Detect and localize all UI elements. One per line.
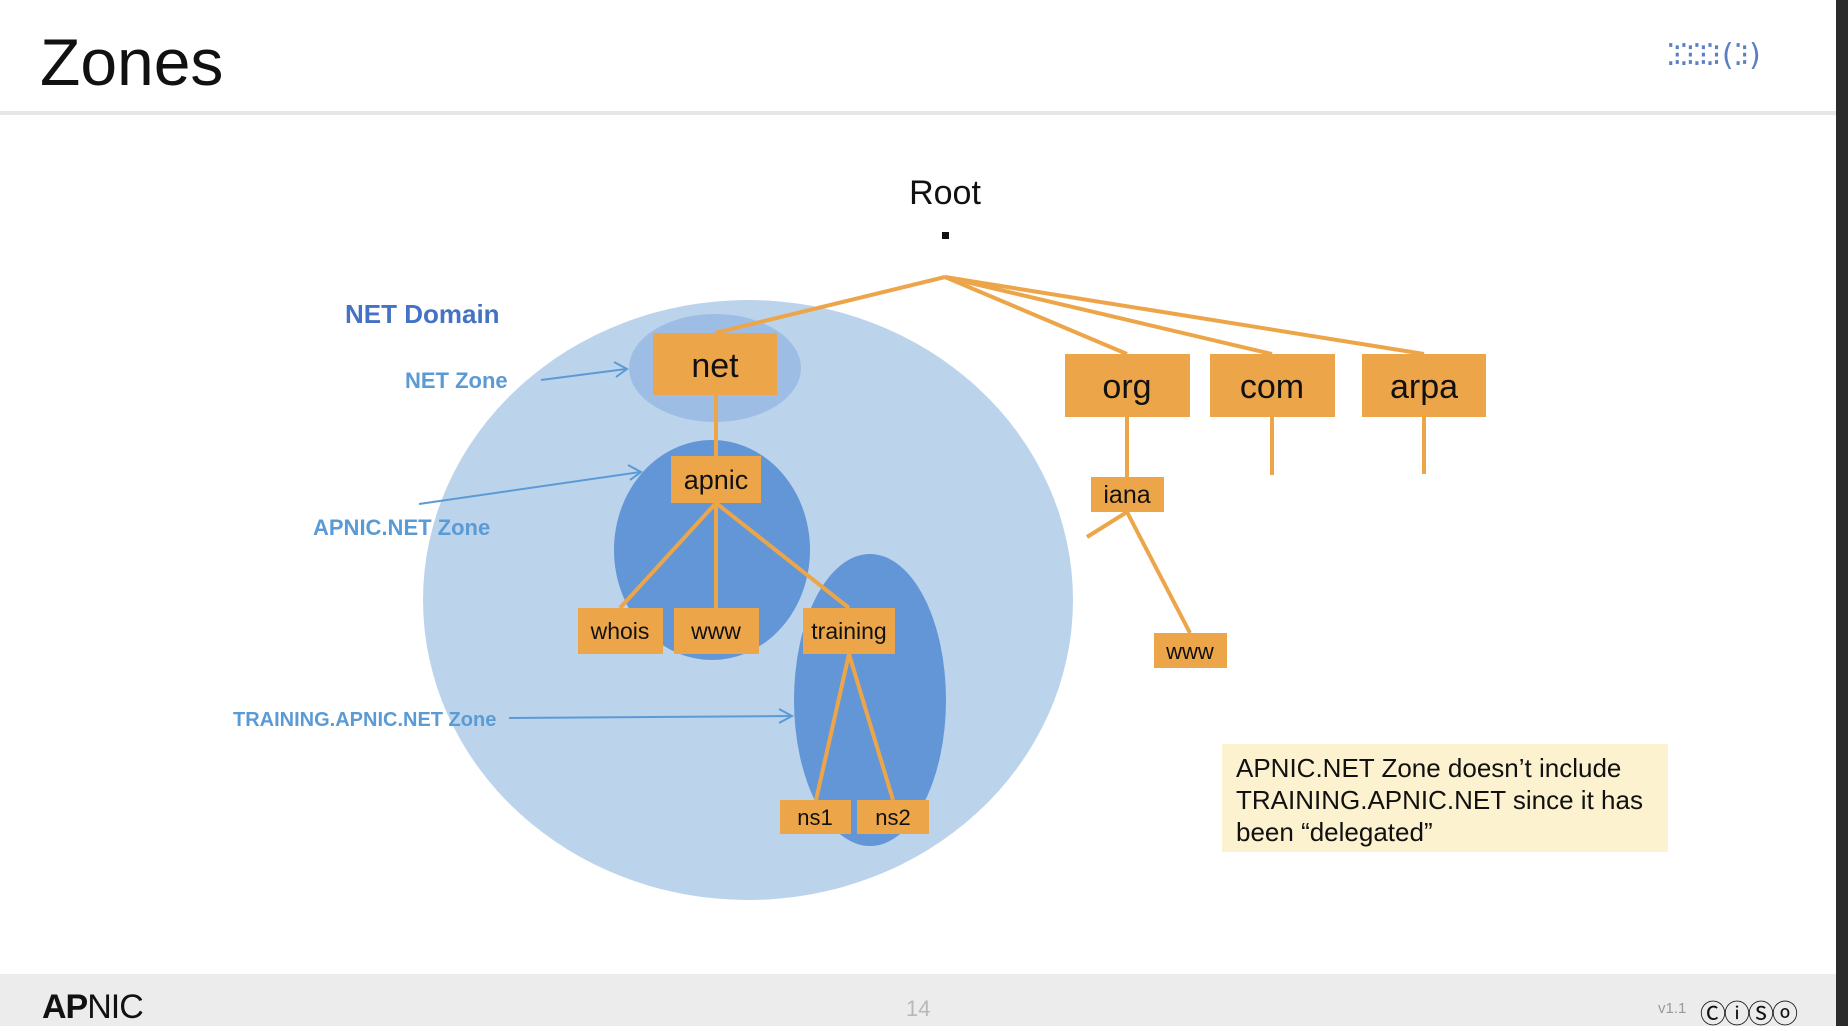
- root-dot: [942, 232, 949, 239]
- edge-root-org: [944, 275, 1128, 356]
- svg-text:apnic: apnic: [684, 465, 749, 495]
- node-arpa: arpa: [1362, 354, 1486, 417]
- node-www-apnic: www: [674, 608, 759, 654]
- edge-training-ns2: [847, 653, 895, 801]
- svg-text:ns2: ns2: [875, 805, 910, 830]
- arrowhead-net-zone-icon: [613, 361, 629, 378]
- edge-root-net: [714, 275, 946, 335]
- svg-text:ns1: ns1: [797, 805, 832, 830]
- node-iana: iana: [1091, 477, 1164, 512]
- svg-text:com: com: [1240, 368, 1304, 406]
- node-whois: whois: [578, 608, 663, 654]
- svg-text:whois: whois: [590, 618, 650, 644]
- svg-text:org: org: [1102, 368, 1151, 406]
- svg-text:iana: iana: [1103, 481, 1150, 509]
- version-label: v1.1: [1658, 1000, 1687, 1017]
- tree-edges: [618, 275, 1426, 801]
- apnic-zone-label: APNIC.NET Zone: [313, 515, 490, 540]
- arrowhead-apnic-zone-icon: [627, 464, 643, 481]
- edge-iana-stub: [1085, 510, 1129, 539]
- arrowhead-training-zone-icon: [778, 708, 795, 724]
- apnic-logo-bold: AP: [42, 988, 88, 1026]
- node-www-iana: www: [1154, 633, 1227, 668]
- node-training: training: [803, 608, 895, 654]
- title-divider: [0, 111, 1836, 115]
- arrow-apnic-zone: [418, 471, 641, 505]
- svg-text:training: training: [811, 618, 886, 644]
- net-domain-label: NET Domain: [345, 299, 500, 329]
- edge-iana-www: [1125, 511, 1192, 634]
- svg-text:net: net: [691, 347, 739, 385]
- net-zone-label: NET Zone: [405, 368, 508, 393]
- zone-pointer-arrows: [418, 361, 795, 724]
- svg-text:www: www: [1165, 639, 1214, 664]
- arrow-net-zone: [540, 368, 627, 381]
- edge-training-ns1: [814, 653, 851, 801]
- apnic-logo-rest: NIC: [87, 988, 144, 1026]
- page-number: 14: [906, 996, 931, 1021]
- arrow-training-zone: [508, 715, 792, 719]
- page-title: Zones: [40, 25, 224, 99]
- root-label: Root: [909, 174, 981, 212]
- network-dots-logo-icon: ⁚⁝⁚⁝⁚⁝⁚⁝(⁚⁝): [1666, 38, 1764, 73]
- edge-root-arpa: [944, 275, 1425, 356]
- node-com: com: [1210, 354, 1335, 417]
- node-ns2: ns2: [857, 800, 929, 834]
- node-org: org: [1065, 354, 1190, 417]
- training-zone-label: TRAINING.APNIC.NET Zone: [233, 709, 496, 731]
- edge-apnic-whois: [618, 501, 718, 610]
- footer-bar: [0, 974, 1836, 1026]
- delegation-note: APNIC.NET Zone doesn’t include TRAINING.…: [1222, 744, 1668, 852]
- edge-apnic-training: [714, 501, 851, 610]
- node-ns1: ns1: [780, 800, 851, 834]
- window-edge: [1836, 0, 1848, 1026]
- node-net: net: [653, 333, 777, 395]
- apnic-logo: APNIC: [42, 988, 144, 1027]
- creative-commons-icon: ⒸⓘⓈⓞ: [1700, 1000, 1798, 1030]
- node-apnic: apnic: [671, 456, 761, 503]
- svg-text:arpa: arpa: [1390, 368, 1458, 406]
- svg-text:www: www: [690, 618, 741, 644]
- edge-root-com: [944, 275, 1273, 356]
